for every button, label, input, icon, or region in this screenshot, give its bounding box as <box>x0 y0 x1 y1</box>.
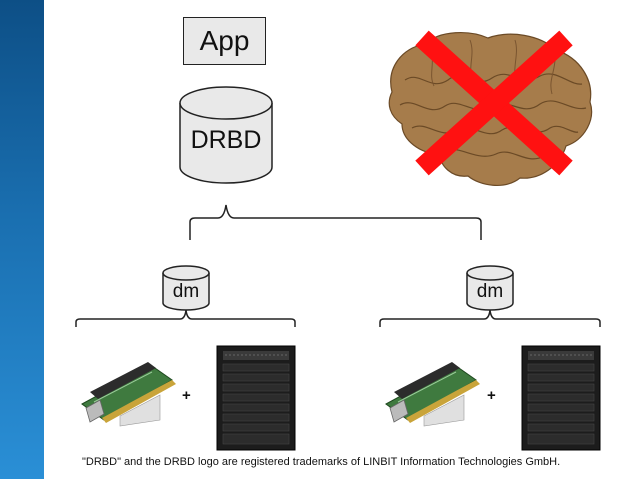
sidebar-gradient <box>0 0 44 479</box>
server-right <box>521 345 601 451</box>
drbd-cylinder <box>179 86 273 184</box>
plus-sign-right: + <box>487 387 496 404</box>
raid-card-right <box>385 362 480 427</box>
app-box: App <box>183 17 266 65</box>
left-brace <box>75 309 296 327</box>
dm-cylinder-right <box>466 265 514 311</box>
dm-label-right: dm <box>476 281 504 302</box>
plus-sign-left: + <box>182 387 191 404</box>
app-label: App <box>199 25 250 56</box>
top-brace <box>189 204 482 240</box>
server-left <box>216 345 296 451</box>
red-cross-icon <box>415 30 573 176</box>
dm-label-left: dm <box>172 281 200 302</box>
raid-card-left <box>81 362 176 427</box>
drbd-label: DRBD <box>190 126 262 154</box>
trademark-footer: "DRBD" and the DRBD logo are registered … <box>82 456 561 468</box>
right-brace <box>379 309 601 327</box>
